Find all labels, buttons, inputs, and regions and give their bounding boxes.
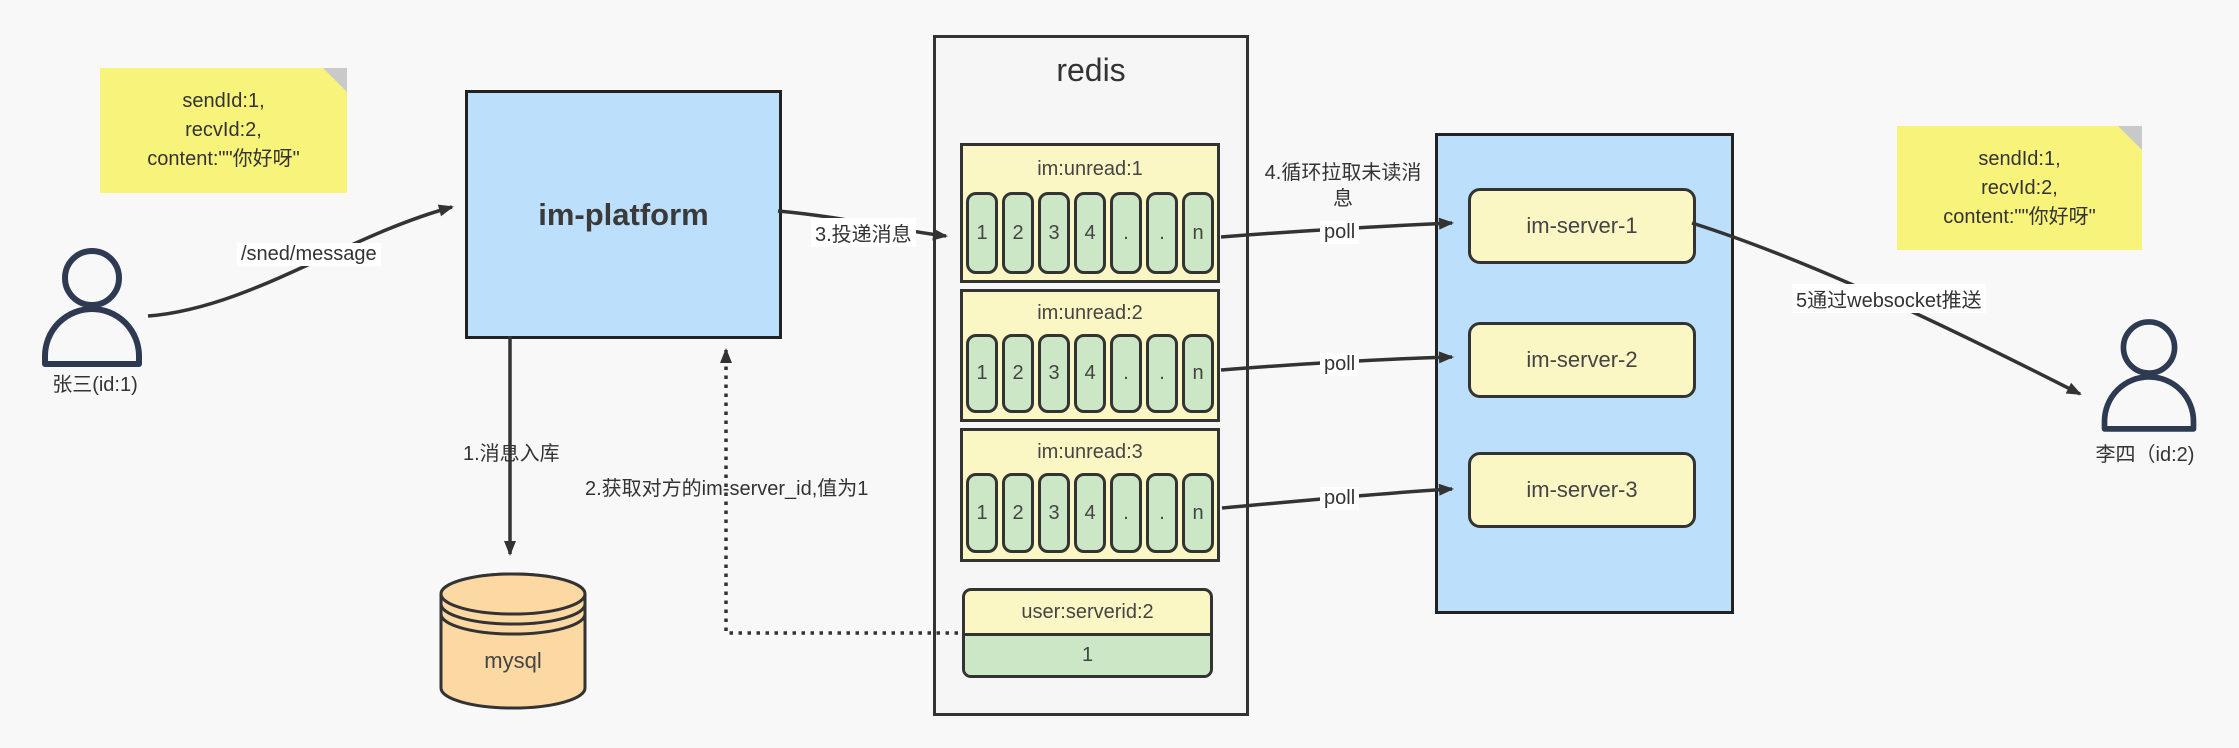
sticky-left-line: sendId:1, — [182, 90, 265, 112]
edge-push-label: 5通过websocket推送 — [1792, 284, 1986, 313]
folded-corner-icon — [2118, 126, 2142, 150]
edge-pull-label: 4.循环拉取未读消息 — [1264, 162, 1422, 210]
queue-cell: 3 — [1038, 473, 1070, 553]
queue-cell: 1 — [966, 334, 998, 413]
queue-cell: 4 — [1074, 473, 1106, 553]
edge-fetch-label: 2.获取对方的im-server_id,值为1 — [585, 478, 869, 500]
im-server-3-label: im-server-3 — [1526, 477, 1638, 502]
mysql-cylinder-icon — [439, 572, 587, 710]
queue-cell: 3 — [1038, 334, 1070, 413]
edge-store-label: 1.消息入库 — [463, 443, 560, 465]
edge-poll-3-label: poll — [1320, 487, 1360, 510]
queue-cell: 3 — [1038, 192, 1070, 274]
queue-cell: . — [1146, 473, 1178, 553]
queue-label: im:unread:1 — [1037, 158, 1143, 180]
queue-cell: n — [1182, 334, 1214, 413]
queue-cell: 4 — [1074, 334, 1106, 413]
edge-poll-2-label: poll — [1320, 353, 1360, 376]
sticky-right-line: sendId:1, — [1978, 147, 2061, 170]
sticky-left-line: content:""你好呀" — [147, 148, 300, 170]
redis-queue-unread-2: im:unread:2 1 2 3 4 . . n — [960, 289, 1220, 422]
im-platform-box: im-platform — [465, 90, 782, 339]
queue-cell: . — [1146, 192, 1178, 274]
im-server-1-box: im-server-1 — [1468, 188, 1696, 264]
queue-cell: n — [1182, 473, 1214, 553]
queue-cell: . — [1110, 334, 1142, 413]
queue-cell: 1 — [966, 192, 998, 274]
edge-send-label: /sned/message — [237, 243, 381, 266]
queue-label: im:unread:2 — [1037, 302, 1143, 324]
redis-queue-unread-3: im:unread:3 1 2 3 4 . . n — [960, 428, 1220, 562]
receiver-user-icon — [2101, 319, 2197, 432]
sticky-right-line: content:""你好呀" — [1943, 205, 2096, 228]
sticky-right-line: recvId:2, — [1981, 176, 2058, 199]
sticky-note-left: sendId:1, recvId:2, content:""你好呀" — [100, 68, 347, 193]
folded-corner-icon — [323, 68, 347, 92]
queue-cell: . — [1110, 192, 1142, 274]
im-server-1-label: im-server-1 — [1526, 213, 1638, 238]
sticky-note-right: sendId:1, recvId:2, content:""你好呀" — [1897, 126, 2142, 250]
queue-cell: 2 — [1002, 334, 1034, 413]
sender-label: 张三(id:1) — [52, 374, 138, 396]
queue-cell: 1 — [966, 473, 998, 553]
queue-cell: n — [1182, 192, 1214, 274]
redis-queue-unread-1: im:unread:1 1 2 3 4 . . n — [960, 143, 1220, 283]
im-server-2-label: im-server-2 — [1526, 347, 1638, 372]
redis-container: redis im:unread:1 1 2 3 4 . . n im:unrea… — [933, 35, 1249, 716]
queue-cell: 2 — [1002, 473, 1034, 553]
edge-deliver-label: 3.投递消息 — [811, 218, 916, 247]
receiver-label: 李四（id:2) — [2095, 444, 2195, 466]
queue-label: im:unread:3 — [1037, 441, 1143, 463]
im-platform-label: im-platform — [538, 196, 709, 232]
queue-cell: 4 — [1074, 192, 1106, 274]
sticky-left-line: recvId:2, — [185, 119, 262, 141]
mysql-label: mysql — [484, 648, 542, 673]
im-server-2-box: im-server-2 — [1468, 322, 1696, 398]
redis-title: redis — [1056, 52, 1126, 88]
kv-value: 1 — [965, 633, 1210, 675]
edge-poll-1-label: poll — [1320, 221, 1360, 244]
queue-cell: . — [1110, 473, 1142, 553]
queue-cell: 2 — [1002, 192, 1034, 274]
kv-label: user:serverid:2 — [1021, 601, 1154, 623]
queue-cell: . — [1146, 334, 1178, 413]
sender-user-icon — [42, 248, 142, 367]
redis-kv-box: user:serverid:2 1 — [962, 588, 1213, 678]
im-server-3-box: im-server-3 — [1468, 452, 1696, 528]
im-server-cluster-box: im-server-1 im-server-2 im-server-3 — [1435, 133, 1734, 614]
